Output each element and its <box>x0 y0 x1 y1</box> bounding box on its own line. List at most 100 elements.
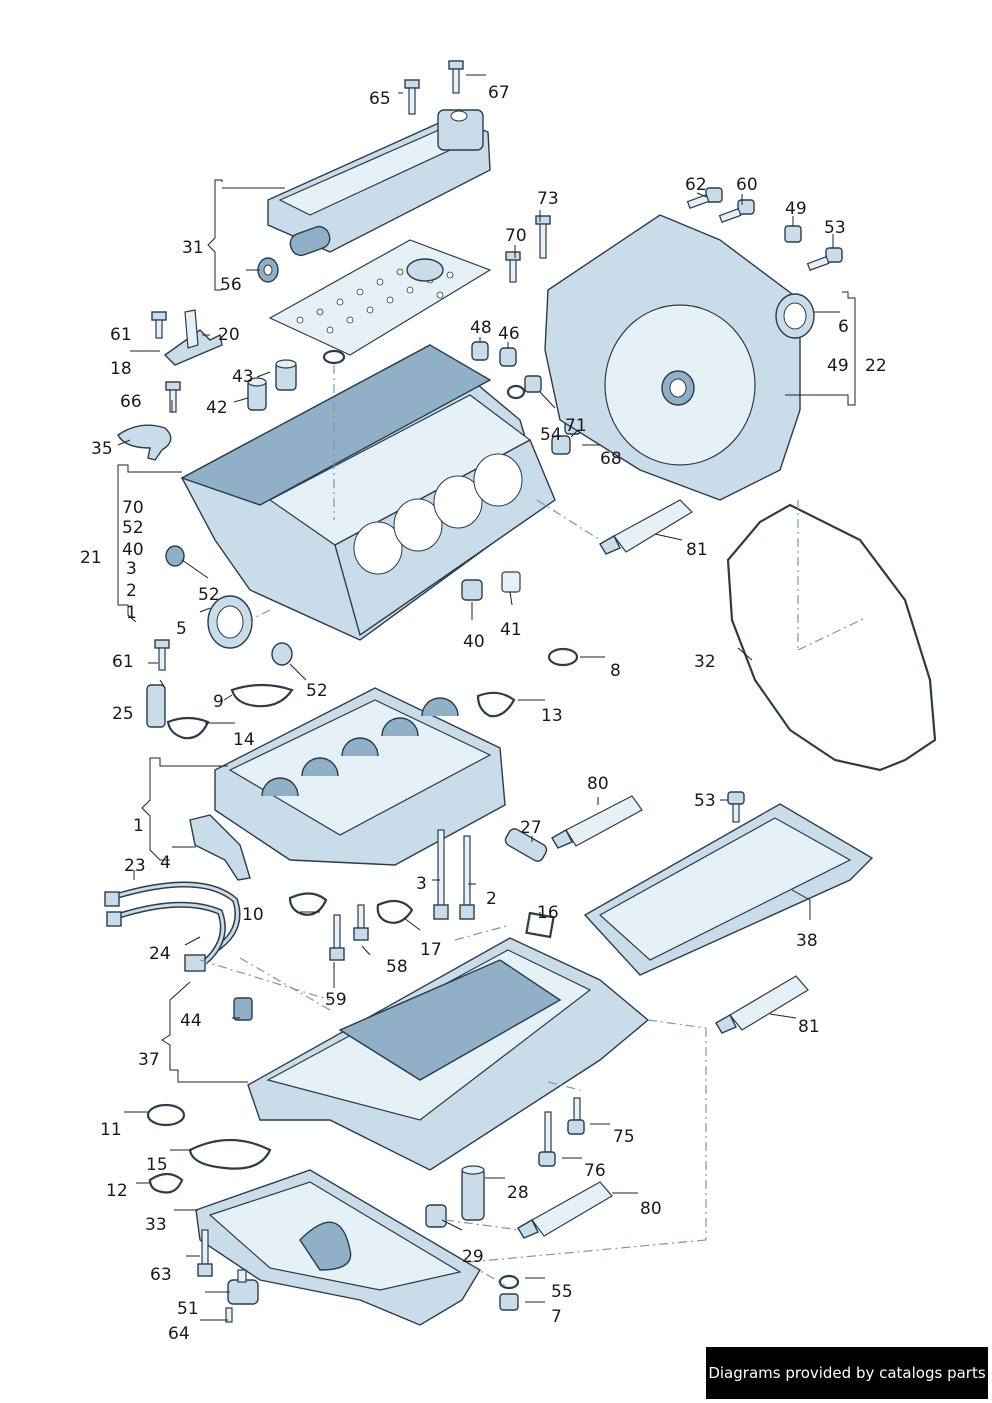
gaskets-10-17-16 <box>288 892 555 939</box>
assembly-axis-lines <box>199 365 866 1286</box>
bolt-63 <box>197 1229 213 1277</box>
callout-25: 25 <box>112 704 134 724</box>
seal-5 <box>207 595 253 649</box>
callout-18: 18 <box>110 359 132 379</box>
callout-11: 11 <box>100 1120 122 1140</box>
callout-6: 6 <box>838 317 849 337</box>
bolts-58-59 <box>329 904 369 961</box>
callout-53b: 53 <box>694 791 716 811</box>
bolts-3-2 <box>433 829 475 920</box>
callout-2a: 2 <box>126 581 137 601</box>
callout-49b: 49 <box>827 356 849 376</box>
bolt-73-70 <box>505 215 551 283</box>
callout-40a: 40 <box>122 540 144 560</box>
upper-oil-pan <box>247 937 650 1171</box>
callout-38: 38 <box>796 931 818 951</box>
callout-16: 16 <box>537 903 559 923</box>
callout-31: 31 <box>182 238 204 258</box>
callout-44: 44 <box>180 1011 202 1031</box>
oring-8 <box>547 647 579 667</box>
callout-4: 4 <box>160 853 171 873</box>
callout-59: 59 <box>325 990 347 1010</box>
callout-81b: 81 <box>798 1017 820 1037</box>
hoses-23-24 <box>104 881 241 972</box>
bolt-65 <box>404 79 420 115</box>
callout-66: 66 <box>120 392 142 412</box>
callout-65: 65 <box>369 89 391 109</box>
callout-55: 55 <box>551 1282 573 1302</box>
baffle-plate-38 <box>583 803 874 976</box>
callout-67: 67 <box>488 83 510 103</box>
bushing-43 <box>275 359 297 391</box>
callout-23: 23 <box>124 856 146 876</box>
callout-52b: 52 <box>198 585 220 605</box>
dowel-40 <box>461 579 483 601</box>
rear-cover <box>544 214 815 501</box>
callout-24: 24 <box>149 944 171 964</box>
callout-29: 29 <box>462 1247 484 1267</box>
callout-68: 68 <box>600 449 622 469</box>
callout-46: 46 <box>498 324 520 344</box>
sealant-tube-80b <box>517 1181 613 1239</box>
callout-40b: 40 <box>463 632 485 652</box>
callout-8: 8 <box>610 661 621 681</box>
callout-75: 75 <box>613 1127 635 1147</box>
bolt-53 <box>806 247 843 271</box>
drain-plug-55-7 <box>498 1274 520 1311</box>
gasket-32 <box>726 503 937 772</box>
callout-52a: 52 <box>122 518 144 538</box>
cover-gasket-plate <box>268 239 492 365</box>
callout-17: 17 <box>420 940 442 960</box>
callout-14: 14 <box>233 730 255 750</box>
bolt-53b <box>727 791 745 823</box>
callout-1a: 1 <box>126 603 137 623</box>
attribution-text: Diagrams provided by catalogs parts <box>708 1364 986 1382</box>
cover-35 <box>117 424 172 461</box>
callout-52c: 52 <box>306 681 328 701</box>
bolt-67 <box>448 60 464 94</box>
callout-62: 62 <box>685 175 707 195</box>
callout-60: 60 <box>736 175 758 195</box>
bolts-75-76 <box>538 1097 585 1167</box>
seal-plug-56 <box>257 257 279 283</box>
callout-54: 54 <box>540 425 562 445</box>
callout-80b: 80 <box>640 1199 662 1219</box>
callout-21: 21 <box>80 548 102 568</box>
callout-76: 76 <box>584 1161 606 1181</box>
callout-73: 73 <box>537 189 559 209</box>
callout-53a: 53 <box>824 218 846 238</box>
bedplate <box>214 687 506 866</box>
callout-32: 32 <box>694 652 716 672</box>
bolts-62-60 <box>686 187 755 223</box>
callout-labels: 65 67 73 62 60 49 53 70 31 56 61 20 48 4… <box>80 83 887 1344</box>
callout-81a: 81 <box>686 540 708 560</box>
callout-80a: 80 <box>587 774 609 794</box>
gaskets-11-15-12 <box>146 1103 272 1194</box>
attribution-banner: Diagrams provided by catalogs parts <box>706 1347 988 1399</box>
bolt-66 <box>165 381 181 413</box>
callout-22: 22 <box>865 356 887 376</box>
callout-70b: 70 <box>122 498 144 518</box>
callout-1b: 1 <box>133 816 144 836</box>
callout-3a: 3 <box>126 559 137 579</box>
callout-2b: 2 <box>486 889 497 909</box>
callout-5: 5 <box>176 619 187 639</box>
callout-64: 64 <box>168 1324 190 1344</box>
cylinder-head-cover <box>267 109 491 257</box>
callout-7: 7 <box>551 1307 562 1327</box>
callout-49a: 49 <box>785 199 807 219</box>
callout-56: 56 <box>220 275 242 295</box>
callout-15: 15 <box>146 1155 168 1175</box>
bearing-4 <box>189 814 251 881</box>
leader-lines <box>117 74 856 1321</box>
dowel-41 <box>501 571 521 593</box>
callout-9: 9 <box>213 692 224 712</box>
sleeve-46 <box>499 347 517 367</box>
bolt-61b <box>154 639 170 671</box>
plug-54 <box>506 375 542 400</box>
sealant-tube-81a <box>599 499 693 555</box>
sleeves-28-29 <box>425 1165 485 1228</box>
callout-63: 63 <box>150 1265 172 1285</box>
bracket-18 <box>151 309 223 366</box>
